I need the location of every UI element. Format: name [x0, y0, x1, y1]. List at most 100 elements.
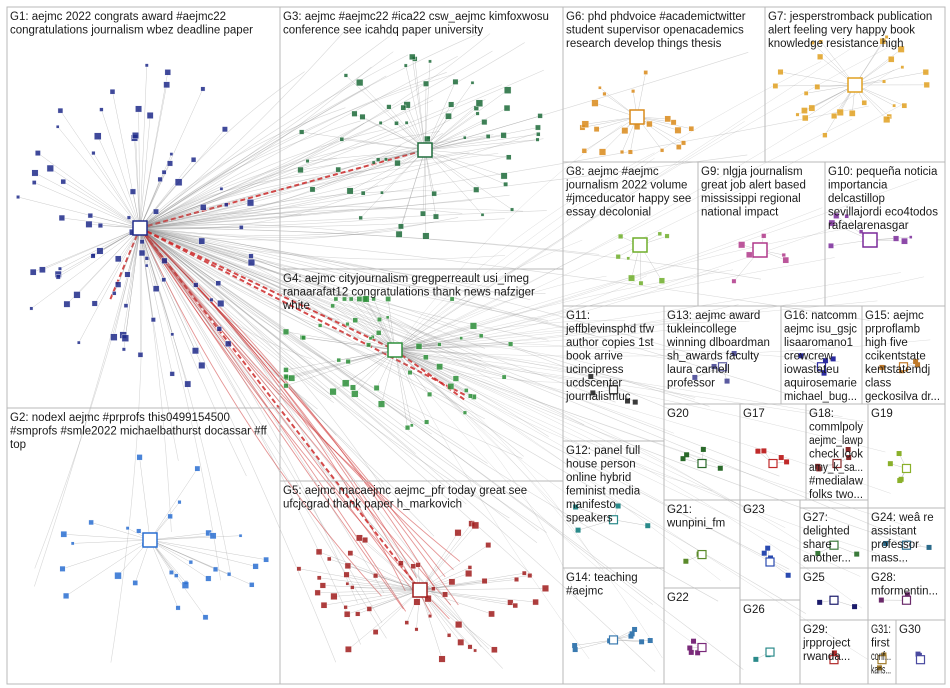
cluster-label-line: G13: aejmc award [667, 310, 760, 322]
cluster-edge [139, 65, 148, 229]
inter-cluster-edge [139, 227, 524, 457]
cluster-label-line: national impact [701, 207, 779, 219]
cluster-edge [419, 532, 459, 591]
inter-cluster-edge [139, 227, 340, 321]
node [688, 649, 694, 655]
inter-cluster-edge [394, 349, 843, 417]
node [615, 503, 621, 509]
node [892, 103, 896, 108]
node [828, 219, 836, 227]
cluster-label-line: congratulations journalism wbez deadline… [10, 25, 253, 37]
node [366, 342, 371, 348]
cluster-edge [349, 149, 426, 192]
hub-node [697, 642, 707, 653]
node [581, 120, 590, 128]
cluster-label-line: G24: weâ re [871, 512, 934, 524]
cluster-label-line: amy_k_sa... [809, 462, 863, 474]
node [572, 647, 578, 653]
node [500, 132, 507, 139]
node [830, 356, 836, 362]
node [485, 542, 492, 548]
node [166, 160, 173, 167]
node [96, 247, 104, 255]
node [373, 385, 380, 391]
node [692, 374, 698, 380]
hub-node [829, 540, 839, 550]
cluster-edge [394, 343, 511, 351]
cluster-edge [424, 149, 505, 177]
cluster-edge [422, 149, 426, 214]
cluster-edge [127, 227, 141, 275]
inter-cluster-edge [139, 227, 710, 407]
inter-cluster-edge [394, 152, 655, 351]
node [777, 69, 784, 75]
cluster-edge [360, 149, 426, 219]
cluster-label-line: G25 [803, 572, 825, 584]
cluster-edge [362, 116, 426, 151]
inter-cluster-edge [139, 227, 383, 623]
inter-cluster-edge [139, 212, 302, 229]
cluster-edge [613, 519, 648, 526]
node [85, 220, 93, 228]
nodes-layer [16, 35, 932, 671]
cluster-label-line: ranaarafat12 congratulations thank news … [283, 287, 535, 299]
inter-cluster-edge [139, 227, 523, 459]
node [731, 350, 737, 356]
inter-cluster-edge [139, 150, 420, 229]
inter-cluster-edge [394, 121, 745, 351]
node [385, 315, 390, 320]
cluster-label-line: research develop things thesis [566, 38, 722, 50]
node [784, 459, 790, 465]
cluster-label-line: G31: [871, 624, 891, 636]
node [309, 186, 316, 193]
hub-node [768, 458, 778, 469]
node [410, 563, 417, 569]
node [772, 83, 779, 89]
cluster-edge [424, 115, 541, 151]
cluster-edge [333, 589, 421, 597]
node [795, 112, 800, 117]
node [283, 373, 289, 380]
cluster-edge [373, 149, 426, 163]
node [377, 317, 382, 322]
cluster-edge [424, 149, 509, 158]
node [345, 322, 350, 327]
inter-cluster-edge [139, 227, 549, 341]
cluster-label-line: share [803, 539, 832, 551]
node [200, 204, 207, 211]
node [536, 132, 541, 137]
node [900, 65, 905, 70]
node [468, 393, 473, 399]
cluster-edge [394, 349, 466, 413]
cluster-edge [424, 133, 539, 151]
node [480, 213, 485, 217]
inter-cluster-edge [139, 227, 416, 454]
inter-cluster-edge [394, 207, 823, 351]
inter-cluster-edge [139, 52, 749, 229]
node [923, 81, 930, 88]
node [452, 375, 459, 382]
node [909, 235, 913, 239]
node [217, 299, 225, 307]
node [385, 296, 391, 302]
node [431, 586, 436, 591]
cluster-edge [381, 349, 396, 405]
hub-node [142, 532, 158, 548]
node [457, 638, 465, 646]
hub-node [629, 109, 645, 125]
inter-cluster-edge [139, 227, 506, 260]
cluster-edge [419, 523, 472, 591]
cluster-edge [302, 337, 396, 351]
inter-cluster-edge [139, 134, 494, 229]
node [467, 644, 473, 650]
node [431, 190, 437, 197]
inter-cluster-edge [394, 349, 597, 380]
node [455, 621, 463, 629]
node [174, 178, 183, 186]
node [198, 237, 206, 245]
inter-cluster-edge [139, 227, 422, 378]
node [514, 576, 519, 582]
node [350, 585, 355, 590]
node [345, 646, 352, 653]
